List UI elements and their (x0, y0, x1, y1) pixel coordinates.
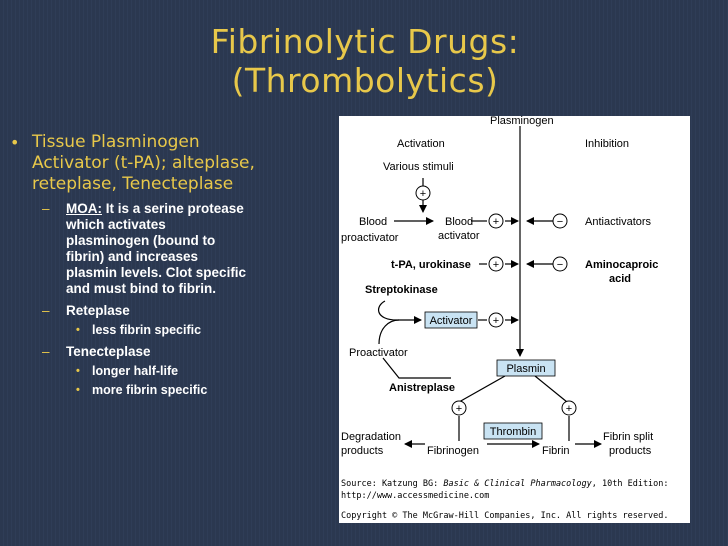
sub-sub-bullet: • less fibrin specific (76, 323, 340, 338)
caption-copyright: Copyright © The McGraw-Hill Companies, I… (341, 511, 669, 521)
minus-sign: − (557, 259, 563, 271)
plasmin-label: Plasmin (506, 363, 545, 375)
fibrin-split-label: Fibrin split (603, 431, 653, 443)
moa-text: which activates (66, 217, 166, 232)
minus-circle-icon (552, 256, 568, 272)
plasminogen-label: Plasminogen (490, 116, 554, 127)
plus-sign: + (493, 216, 499, 228)
sub-sub-bullet: • more fibrin specific (76, 383, 340, 398)
bullet-list: • Tissue Plasminogen Activator (t-PA); a… (10, 132, 340, 398)
blood-proactivator-label: Blood (359, 216, 387, 228)
dash-icon: – (42, 303, 50, 318)
plus-circle-icon (488, 312, 504, 328)
bullet-text: reteplase, Tenecteplase (32, 174, 234, 194)
fibrin-split-label: products (609, 445, 652, 457)
sign-circles (415, 185, 577, 416)
dash-icon: – (42, 344, 50, 359)
activator-box (424, 311, 478, 329)
plasmin-box (496, 359, 556, 377)
fibrinogen-label: Fibrinogen (427, 445, 479, 457)
degradation-label: Degradation (341, 431, 401, 443)
plus-sign: + (566, 403, 572, 415)
aminocaproic-label: acid (609, 273, 631, 285)
thrombin-box (483, 422, 543, 440)
title-line-2: (Thrombolytics) (231, 61, 499, 100)
antiactivators-label: Antiactivators (585, 216, 652, 228)
moa-text: It is a serine protease (102, 201, 244, 216)
plasmin-left-line (458, 375, 506, 403)
plus-circle-icon (415, 185, 431, 201)
blood-activator-label: Blood (445, 216, 473, 228)
thrombin-label: Thrombin (490, 426, 536, 438)
slide-title: Fibrinolytic Drugs: (Thrombolytics) (120, 22, 610, 100)
plus-circle-icon (561, 400, 577, 416)
pathway-svg: + + − + − + + + Plasminogen Activation I… (341, 115, 658, 457)
blood-activator-label: activator (438, 230, 480, 242)
plus-circle-icon (488, 213, 504, 229)
moa-text: plasmin levels. Clot specific (66, 265, 247, 280)
minus-sign: − (557, 216, 563, 228)
figure-caption: Source: Katzung BG: Basic & Clinical Pha… (339, 478, 690, 523)
fibrinolysis-diagram: + + − + − + + + Plasminogen Activation I… (339, 115, 690, 522)
aminocaproic-label: Aminocaproic (585, 259, 658, 271)
bullet-dot-icon: • (76, 384, 80, 396)
various-stimuli-label: Various stimuli (383, 161, 454, 173)
moa-text: and must bind to fibrin. (66, 281, 216, 296)
streptokinase-arrow (378, 300, 422, 324)
proactivator-label: Proactivator (349, 347, 408, 359)
bullet-text: Tissue Plasminogen (32, 132, 200, 152)
plus-sign: + (493, 315, 499, 327)
fibrin-label: Fibrin (542, 445, 570, 457)
activator-label: Activator (430, 315, 473, 327)
tenecteplase-detail: longer half-life (92, 364, 179, 378)
tpa-urokinase-label: t-PA, urokinase (391, 259, 471, 271)
activation-header: Activation (397, 138, 445, 150)
bullet-dot-icon: • (10, 133, 20, 152)
sub-sub-bullet: • longer half-life (76, 364, 340, 379)
plasmin-right-line (534, 375, 568, 403)
caption-source: Source: Katzung BG: (341, 479, 444, 489)
sub-bullet-tenecteplase: – Tenecteplase (42, 344, 340, 360)
moa-text: fibrin) and increases (66, 249, 199, 264)
degradation-label: products (341, 445, 384, 457)
title-line-1: Fibrinolytic Drugs: (210, 22, 520, 61)
tenecteplase-label: Tenecteplase (66, 344, 151, 359)
bullet-dot-icon: • (76, 324, 80, 336)
plus-circle-icon (451, 400, 467, 416)
tenecteplase-detail: more fibrin specific (92, 383, 208, 397)
plus-sign: + (493, 259, 499, 271)
bullet-dot-icon: • (76, 365, 80, 377)
caption-edition: , 10th Edition: (591, 479, 669, 489)
caption-url: http://www.accessmedicine.com (341, 491, 490, 501)
blood-proactivator-label: proactivator (341, 232, 399, 244)
reteplase-detail: less fibrin specific (92, 323, 202, 337)
dash-icon: – (42, 201, 50, 216)
reteplase-label: Reteplase (66, 303, 130, 318)
anistreplase-label: Anistreplase (389, 382, 455, 394)
minus-circle-icon (552, 213, 568, 229)
bullet-tpa: • Tissue Plasminogen Activator (t-PA); a… (10, 132, 340, 195)
inhibition-header: Inhibition (585, 138, 629, 150)
anistreplase-line (382, 357, 451, 379)
proactivator-curve (378, 319, 400, 345)
streptokinase-label: Streptokinase (365, 284, 438, 296)
sub-bullet-reteplase: – Reteplase (42, 303, 340, 319)
caption-book-title: Basic & Clinical Pharmacology (443, 479, 592, 489)
sub-bullet-moa: – MOA: It is a serine protease which act… (42, 201, 340, 297)
plus-circle-icon (488, 256, 504, 272)
moa-text: plasminogen (bound to (66, 233, 216, 248)
plus-sign: + (420, 188, 426, 200)
bullet-text: Activator (t-PA); alteplase, (32, 153, 255, 173)
moa-label: MOA: (66, 201, 102, 216)
plus-sign: + (456, 403, 462, 415)
